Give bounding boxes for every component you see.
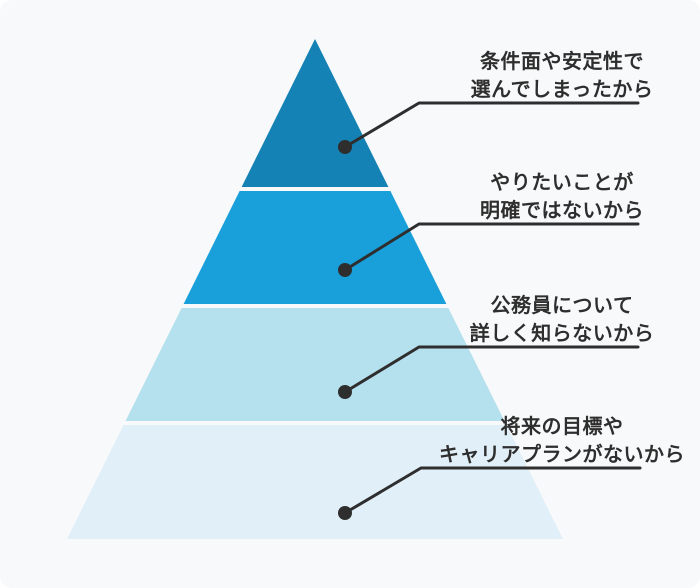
connector-line-3 <box>343 345 640 394</box>
level-1-label-line-1: 条件面や安定性で <box>480 49 644 73</box>
connector-dot-1 <box>338 140 352 154</box>
connector-line-2 <box>343 222 640 272</box>
level-3-label-line-2: 詳しく知らないから <box>470 321 655 345</box>
level-1-label-line-2: 選んでしまったから <box>471 78 654 101</box>
pyramid-level-1 <box>241 39 389 187</box>
pyramid-level-3 <box>125 308 505 421</box>
connector-dot-2 <box>338 263 352 277</box>
level-2-label-line-2: 明確ではないから <box>480 198 644 222</box>
pyramid-level-4 <box>67 425 563 539</box>
connector-line-1 <box>343 101 640 149</box>
connector-dot-4 <box>338 506 352 520</box>
connector-dot-3 <box>338 385 352 399</box>
level-2-label-line-1: やりたいことが <box>490 170 634 194</box>
connector-line-4 <box>343 466 642 515</box>
level-4-label-line-2: キャリアプランがないから <box>439 442 685 466</box>
level-4-label-line-1: 将来の目標や <box>501 414 624 438</box>
pyramid-level-2 <box>183 191 447 304</box>
level-3-label-line-1: 公務員について <box>491 294 634 317</box>
